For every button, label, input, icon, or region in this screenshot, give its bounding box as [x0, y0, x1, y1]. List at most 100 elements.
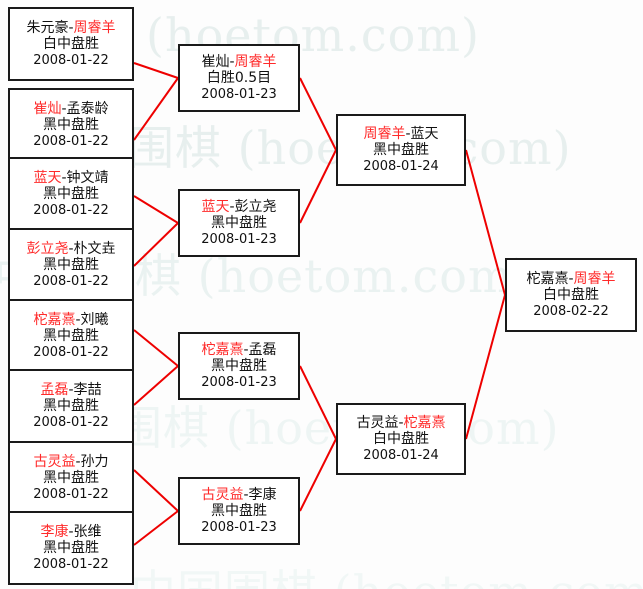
player-right: 李喆 — [73, 381, 102, 398]
player-right: 刘曦 — [80, 311, 109, 328]
match-date: 2008-01-24 — [363, 447, 439, 463]
match-result: 白胜0.5目 — [206, 70, 272, 87]
match-result: 黑中盘胜 — [43, 470, 99, 487]
match-box[interactable]: 蓝天-钟文靖 黑中盘胜 2008-01-22 — [8, 157, 134, 231]
player-separator: - — [398, 414, 404, 431]
match-result: 白中盘胜 — [543, 287, 599, 304]
match-box[interactable]: 崔灿-孟泰龄 黑中盘胜 2008-01-22 — [8, 88, 134, 162]
player-right: 蓝天 — [410, 125, 439, 142]
connector-r3m1-r4m1 — [465, 149, 506, 296]
match-date: 2008-01-23 — [201, 231, 277, 247]
match-date: 2008-01-22 — [33, 486, 109, 502]
match-box[interactable]: 李康-张维 黑中盘胜 2008-01-22 — [8, 511, 134, 585]
match-date: 2008-01-22 — [33, 202, 109, 218]
player-left: 李康 — [40, 523, 69, 540]
match-date: 2008-01-23 — [201, 519, 277, 535]
watermark-text: 中国围棋 (hoetom.com) — [130, 556, 643, 589]
match-players: 古灵益-孙力 — [33, 454, 108, 471]
match-players: 古灵益-李康 — [201, 487, 276, 504]
match-result: 黑中盘胜 — [43, 117, 99, 134]
connector-r2m2-r3m1 — [299, 149, 337, 224]
player-separator: - — [75, 453, 81, 470]
player-left: 柁嘉熹 — [33, 311, 76, 328]
match-players: 蓝天-钟文靖 — [33, 170, 108, 187]
match-box[interactable]: 柁嘉熹-孟磊 黑中盘胜 2008-01-23 — [178, 332, 300, 400]
connector-r1m8-r2m4 — [133, 510, 179, 546]
match-players: 柁嘉熹-刘曦 — [33, 312, 108, 329]
player-left: 古灵益 — [33, 453, 76, 470]
match-box-final[interactable]: 柁嘉熹-周睿羊 白中盘胜 2008-02-22 — [505, 258, 637, 332]
player-separator: - — [229, 198, 235, 215]
match-date: 2008-01-22 — [33, 556, 109, 572]
player-left: 柁嘉熹 — [201, 341, 244, 358]
connector-r1m6-r2m3 — [133, 365, 179, 406]
match-result: 黑中盘胜 — [211, 503, 267, 520]
player-right: 柁嘉熹 — [403, 414, 446, 431]
match-players: 李康-张维 — [40, 524, 101, 541]
match-players: 朱元豪-周睿羊 — [26, 20, 115, 37]
connector-r1m7-r2m4 — [133, 469, 179, 512]
player-left: 孟磊 — [40, 381, 69, 398]
player-left: 彭立尧 — [26, 240, 69, 257]
match-result: 黑中盘胜 — [43, 328, 99, 345]
match-box[interactable]: 彭立尧-朴文垚 黑中盘胜 2008-01-22 — [8, 228, 134, 302]
connector-r2m4-r3m2 — [299, 438, 337, 512]
match-box[interactable]: 崔灿-周睿羊 白胜0.5目 2008-01-23 — [178, 44, 300, 112]
match-result: 黑中盘胜 — [211, 215, 267, 232]
match-players: 柁嘉熹-孟磊 — [201, 342, 276, 359]
match-result: 黑中盘胜 — [43, 398, 99, 415]
player-separator: - — [229, 53, 235, 70]
player-separator: - — [243, 341, 249, 358]
match-result: 黑中盘胜 — [43, 540, 99, 557]
player-right: 张维 — [73, 523, 102, 540]
match-box[interactable]: 孟磊-李喆 黑中盘胜 2008-01-22 — [8, 369, 134, 443]
match-date: 2008-02-22 — [533, 303, 609, 319]
match-players: 彭立尧-朴文垚 — [26, 241, 115, 258]
player-right: 周睿羊 — [234, 53, 277, 70]
match-result: 白中盘胜 — [43, 36, 99, 53]
match-date: 2008-01-22 — [33, 344, 109, 360]
player-separator: - — [68, 240, 74, 257]
player-right: 朴文垚 — [73, 240, 116, 257]
player-right: 孟泰龄 — [66, 100, 109, 117]
connector-r1m3-r2m2 — [133, 195, 179, 224]
match-result: 黑中盘胜 — [43, 186, 99, 203]
player-right: 孙力 — [80, 453, 109, 470]
match-box[interactable]: 古灵益-柁嘉熹 白中盘胜 2008-01-24 — [336, 403, 466, 475]
player-separator: - — [68, 523, 74, 540]
player-left: 崔灿 — [201, 53, 230, 70]
match-box[interactable]: 柁嘉熹-刘曦 黑中盘胜 2008-01-22 — [8, 299, 134, 373]
player-left: 蓝天 — [33, 169, 62, 186]
match-date: 2008-01-22 — [33, 52, 109, 68]
player-left: 朱元豪 — [26, 19, 69, 36]
match-box[interactable]: 朱元豪-周睿羊 白中盘胜 2008-01-22 — [8, 7, 134, 81]
player-separator: - — [61, 100, 67, 117]
player-separator: - — [68, 381, 74, 398]
player-separator: - — [243, 486, 249, 503]
match-players: 周睿羊-蓝天 — [363, 126, 438, 143]
match-date: 2008-01-22 — [33, 273, 109, 289]
match-box[interactable]: 古灵益-孙力 黑中盘胜 2008-01-22 — [8, 441, 134, 515]
player-separator: - — [75, 311, 81, 328]
player-left: 柁嘉熹 — [526, 270, 569, 287]
match-date: 2008-01-23 — [201, 374, 277, 390]
match-box[interactable]: 蓝天-彭立尧 黑中盘胜 2008-01-23 — [178, 189, 300, 257]
player-right: 钟文靖 — [66, 169, 109, 186]
connector-r1m2-r2m1 — [133, 77, 179, 141]
player-separator: - — [405, 125, 411, 142]
player-right: 孟磊 — [248, 341, 277, 358]
match-result: 黑中盘胜 — [43, 257, 99, 274]
match-players: 柁嘉熹-周睿羊 — [526, 271, 615, 288]
player-separator: - — [568, 270, 574, 287]
match-result: 黑中盘胜 — [211, 358, 267, 375]
connector-r1m4-r2m2 — [133, 222, 179, 267]
match-players: 蓝天-彭立尧 — [201, 199, 276, 216]
match-box[interactable]: 周睿羊-蓝天 黑中盘胜 2008-01-24 — [336, 114, 466, 186]
match-players: 崔灿-周睿羊 — [201, 54, 276, 71]
player-right: 李康 — [248, 486, 277, 503]
player-left: 蓝天 — [201, 198, 230, 215]
match-players: 孟磊-李喆 — [40, 382, 101, 399]
player-left: 崔灿 — [33, 100, 62, 117]
connector-r1m1-r2m1 — [133, 62, 179, 79]
match-box[interactable]: 古灵益-李康 黑中盘胜 2008-01-23 — [178, 477, 300, 545]
